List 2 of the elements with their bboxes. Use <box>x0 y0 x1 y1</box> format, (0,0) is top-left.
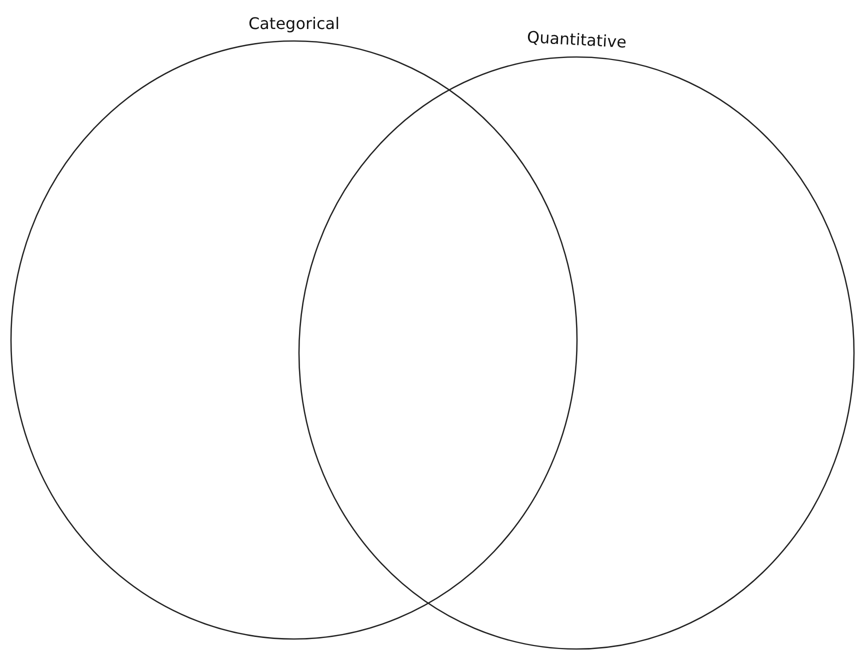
circle-heading: Quantitative <box>526 27 627 52</box>
circle-heading: Categorical <box>248 14 340 33</box>
